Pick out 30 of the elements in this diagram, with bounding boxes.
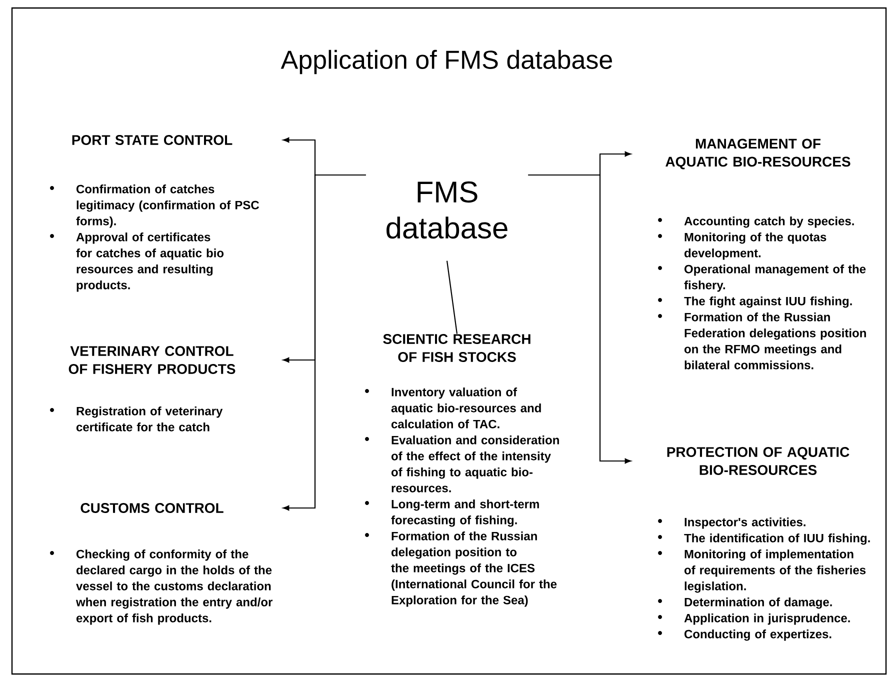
bullet-item: Confirmation of catches legitimacy (confirmation of PSC forms). — [50, 184, 260, 228]
bullet-item: Formation of the Russian delegation position to the meetings of the ICES (International Council for the Exploration for the Sea) — [365, 532, 557, 607]
bullet-item: Registration of veterinary certificate for the catch — [50, 406, 223, 432]
bullet-item: Long-term and short-term forecasting of fishing. — [365, 500, 539, 527]
bullet-item: Inventory valuation of aquatic bio-resources and calculation of TAC. — [365, 388, 541, 428]
connector — [282, 174, 366, 511]
title: Application of FMS database — [280, 50, 612, 74]
section-heading: PROTECTION OF AQUATIC BIO-RESOURCES — [667, 447, 850, 475]
bullet-item: Evaluation and consideration of the effect of the intensity of fishing to aquatic bio-resources. — [365, 436, 559, 492]
bullet-item: Operational management of the fishery. — [658, 264, 866, 292]
bullet-item: Checking of conformity of the declared cargo in the holds of the vessel to the customs declaration when registration the entry and/or export of fish products. — [50, 550, 272, 625]
bullet-item: Monitoring of implementation of requirements of the fisheries legislation. — [658, 550, 866, 593]
connector — [528, 174, 632, 464]
section-heading: PORT STATE CONTROL — [72, 135, 232, 145]
bullet-item: Formation of the Russian Federation delegations position on the RFMO meetings and bilateral commissions. — [658, 312, 866, 370]
bullet-item: The fight against IUU fishing. — [658, 296, 852, 308]
section-heading: SCIENTIC RESEARCH OF FISH STOCKS — [383, 334, 530, 362]
section-heading: CUSTOMS CONTROL — [80, 503, 224, 513]
bullet-item: Conducting of expertizes. — [658, 630, 832, 641]
bullet-item: Determination of damage. — [658, 598, 832, 609]
connector — [446, 260, 458, 334]
section-heading: VETERINARY CONTROL OF FISHERY PRODUCTS — [68, 346, 236, 374]
bullet-item: Accounting catch by species. — [658, 216, 854, 228]
bullet-item: Application in jurisprudence. — [658, 614, 850, 625]
bullet-item: Approval of certificates for catches of aquatic bio resources and resulting products. — [50, 232, 224, 292]
section-heading: MANAGEMENT OF AQUATIC BIO-RESOURCES — [666, 138, 850, 170]
center-label: FMS database — [386, 181, 508, 239]
bullet-item: Inspector's activities. — [658, 518, 806, 529]
bullet-item: Monitoring of the quotas development. — [658, 232, 826, 260]
bullet-item: The identification of IUU fishing. — [658, 534, 870, 545]
